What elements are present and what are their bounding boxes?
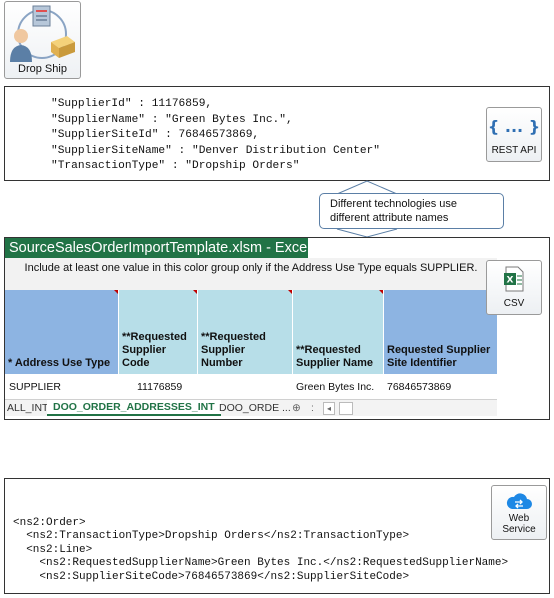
excel-window-title: SourceSalesOrderImportTemplate.xlsm - Ex…: [5, 238, 310, 258]
web-service-panel: <ns2:Order> <ns2:TransactionType>Dropshi…: [4, 478, 550, 594]
table-cell[interactable]: 76846573869: [387, 381, 452, 393]
braces-icon: { ... }: [487, 117, 541, 136]
comment-marker: [114, 290, 118, 294]
rest-api-badge: { ... } REST API: [486, 107, 542, 162]
sheet-tab[interactable]: DOO_ORDE ...: [219, 402, 291, 414]
column-header[interactable]: **Requested Supplier Number: [198, 290, 292, 374]
code-line: <ns2:Line>: [13, 543, 93, 556]
code-line: <ns2:Order>: [13, 517, 86, 529]
code-line: "SupplierId" : 11176859,: [51, 98, 213, 110]
drop-ship-badge: Drop Ship: [4, 1, 81, 79]
web-service-label: Web Service: [502, 513, 536, 535]
comment-marker: [288, 290, 292, 294]
drop-ship-label: Drop Ship: [18, 63, 67, 75]
csv-badge: X CSV: [486, 260, 542, 315]
table-cell[interactable]: SUPPLIER: [9, 381, 61, 393]
code-line: "SupplierSiteId" : 76846573869,: [51, 129, 260, 141]
comment-marker: [193, 290, 197, 294]
rest-payload-code: "SupplierId" : 11176859, "SupplierName" …: [51, 97, 380, 175]
callout-pointer: [336, 180, 398, 238]
code-line: <ns2:RequestedSupplierName>Green Bytes I…: [13, 557, 509, 570]
web-service-badge: Web Service: [491, 485, 547, 540]
column-header[interactable]: Requested Supplier Site Identifier: [384, 290, 497, 374]
sheet-tab-active[interactable]: DOO_ORDER_ADDRESSES_INT: [47, 400, 221, 416]
excel-template-panel: SourceSalesOrderImportTemplate.xlsm - Ex…: [4, 237, 550, 420]
add-sheet-icon[interactable]: ⊕: [292, 402, 301, 414]
rest-payload-panel: "SupplierId" : 11176859, "SupplierName" …: [4, 86, 550, 181]
column-header[interactable]: * Address Use Type: [5, 290, 118, 374]
sheet-tab[interactable]: ALL_INT: [7, 402, 49, 414]
svg-text:X: X: [507, 276, 514, 286]
csv-label: CSV: [503, 298, 525, 309]
web-service-code: <ns2:Order> <ns2:TransactionType>Dropshi…: [13, 517, 508, 584]
scroll-right-button[interactable]: [339, 402, 353, 415]
code-line: "TransactionType" : "Dropship Orders": [51, 160, 300, 172]
callout-note: Different technologies use different att…: [319, 193, 504, 229]
table-cell[interactable]: Green Bytes Inc.: [296, 381, 375, 393]
tab-split-handle[interactable]: :: [311, 402, 314, 414]
drop-ship-icon: [10, 5, 75, 62]
code-line: <ns2:TransactionType>Dropship Orders</ns…: [13, 530, 410, 543]
cloud-icon: [506, 493, 532, 509]
excel-file-icon: X: [504, 266, 524, 292]
color-group-note: Include at least one value in this color…: [5, 258, 497, 290]
table-cell[interactable]: 11176859: [137, 381, 183, 393]
rest-api-label: REST API: [491, 145, 537, 156]
sheet-tab-bar: ALL_INT DOO_ORDER_ADDRESSES_INT DOO_ORDE…: [5, 399, 497, 416]
scroll-left-icon[interactable]: ◂: [323, 402, 335, 415]
column-header[interactable]: **Requested Supplier Name: [293, 290, 383, 374]
column-header[interactable]: **Requested Supplier Code: [119, 290, 197, 374]
code-line: <ns2:SupplierSiteCode>76846573869</ns2:S…: [13, 570, 410, 583]
code-line: "SupplierSiteName" : "Denver Distributio…: [51, 144, 380, 157]
code-line: "SupplierName" : "Green Bytes Inc.",: [51, 113, 293, 126]
comment-marker: [379, 290, 383, 294]
